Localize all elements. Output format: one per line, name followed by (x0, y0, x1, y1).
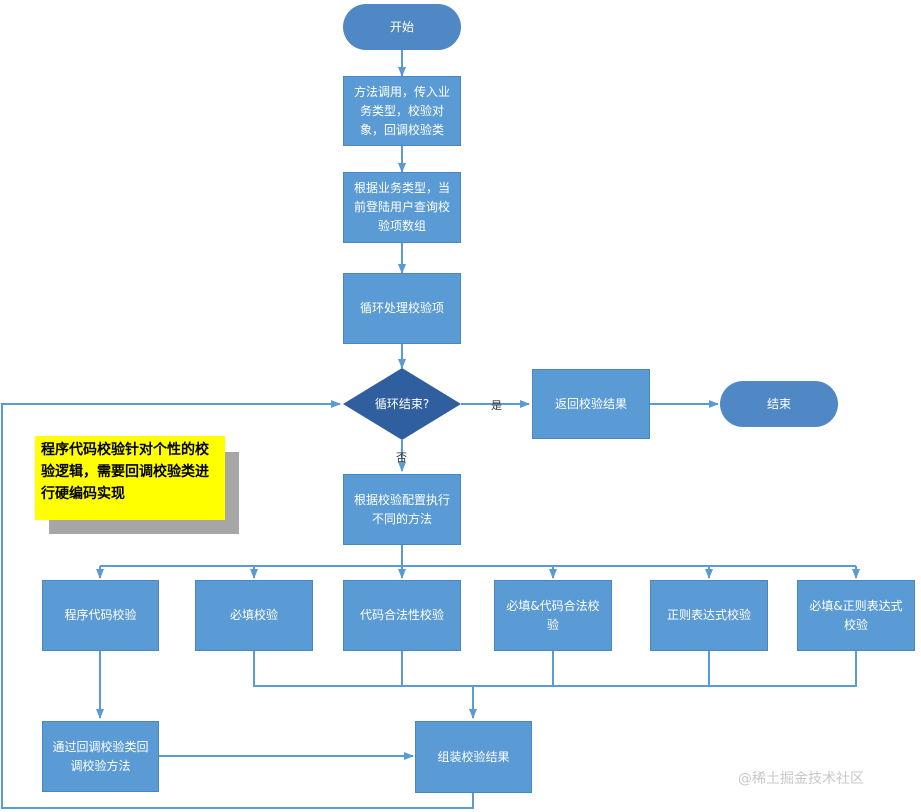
required-label: 必填校验 (229, 608, 278, 622)
loop-step: 循环处理校验项 (343, 273, 461, 344)
no-label: 否 (396, 451, 407, 464)
yes-label: 是 (491, 399, 502, 412)
call-step-label: 方法调用，传入业务类型，校验对象，回调校验类 (353, 84, 450, 137)
dispatch-step: 根据校验配置执行不同的方法 (343, 474, 461, 545)
program-code-label: 程序代码校验 (64, 608, 137, 622)
edge-loop-back (1, 400, 474, 809)
code-legal-label: 代码合法性校验 (359, 608, 444, 622)
dispatch-step-label: 根据校验配置执行不同的方法 (353, 492, 450, 526)
required-check: 必填校验 (195, 580, 313, 651)
end-terminal: 结束 (720, 381, 838, 427)
decision-label-box: 循环结束? (343, 390, 461, 418)
watermark: @稀土掘金技术社区 (738, 771, 864, 787)
annotation-note: 程序代码校验针对个性的校验逻辑，需要回调校验类进行硬编码实现 (35, 436, 225, 520)
query-step: 根据业务类型，当前登陆用户查询校验项数组 (343, 172, 461, 243)
callback-label: 通过回调校验类回调校验方法 (52, 739, 149, 773)
required-code-check: 必填&代码合法校验 (494, 580, 612, 651)
annotation-note-text: 程序代码校验针对个性的校验逻辑，需要回调校验类进行硬编码实现 (41, 442, 209, 502)
required-regex-label: 必填&正则表达式校验 (809, 598, 903, 632)
start-terminal: 开始 (343, 4, 461, 50)
return-result-step: 返回校验结果 (532, 369, 650, 439)
end-label: 结束 (766, 396, 791, 411)
program-code-check: 程序代码校验 (42, 580, 159, 651)
required-regex-check: 必填&正则表达式校验 (797, 580, 915, 651)
code-legal-check: 代码合法性校验 (343, 580, 461, 651)
query-step-label: 根据业务类型，当前登陆用户查询校验项数组 (353, 181, 450, 233)
call-step: 方法调用，传入业务类型，校验对象，回调校验类 (343, 76, 461, 146)
decision-diamond (343, 368, 461, 440)
required-code-label: 必填&代码合法校验 (506, 598, 600, 632)
assemble-step: 组装校验结果 (415, 721, 532, 793)
assemble-label: 组装校验结果 (437, 749, 510, 764)
edge-merge-to-assemble (253, 651, 857, 687)
return-result-label: 返回校验结果 (554, 396, 627, 411)
regex-label: 正则表达式校验 (666, 608, 751, 622)
decision-label: 循环结束? (374, 396, 430, 411)
loop-step-label: 循环处理校验项 (359, 301, 444, 315)
start-label: 开始 (389, 19, 414, 34)
regex-check: 正则表达式校验 (650, 580, 768, 651)
callback-step: 通过回调校验类回调校验方法 (42, 721, 159, 792)
